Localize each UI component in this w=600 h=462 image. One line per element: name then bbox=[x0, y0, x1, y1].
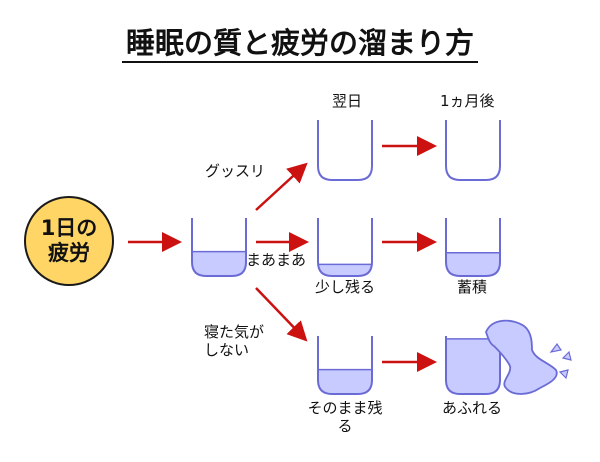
month-cup-medium bbox=[445, 218, 501, 277]
start-node-line2: 疲労 bbox=[48, 241, 90, 265]
overflow-splash bbox=[485, 319, 558, 395]
start-node: 1日の 疲労 bbox=[24, 196, 114, 286]
next-day-cup-poor bbox=[317, 336, 373, 395]
overflow-droplet-2 bbox=[561, 350, 572, 361]
page-title: 睡眠の質と疲労の溜まり方 bbox=[0, 20, 600, 63]
column-header-next-day: 翌日 bbox=[332, 92, 363, 110]
month-cup-poor bbox=[445, 336, 501, 395]
arrow-cup-to-poor bbox=[255, 287, 308, 342]
month-label-medium: 蓄積 bbox=[456, 278, 487, 296]
next-day-cup-poor-liquid bbox=[318, 369, 372, 394]
start-cup-liquid bbox=[192, 251, 246, 276]
arrow-cup-to-deep bbox=[255, 162, 308, 211]
start-node-line1: 1日の bbox=[40, 215, 98, 240]
month-cup-poor-liquid bbox=[446, 338, 500, 394]
month-cup-medium-liquid bbox=[446, 252, 500, 276]
next-day-cup-medium bbox=[317, 218, 373, 277]
column-header-one-month: 1ヵ月後 bbox=[440, 92, 495, 110]
next-day-label-medium: 少し残る bbox=[314, 278, 375, 296]
month-cup-deep bbox=[445, 120, 501, 181]
sleep-label-deep: グッスリ bbox=[205, 162, 266, 180]
next-day-cup-medium-liquid bbox=[318, 264, 372, 276]
next-day-label-poor: そのまま残る bbox=[307, 399, 383, 435]
month-label-poor: あふれる bbox=[441, 399, 502, 417]
next-day-cup-deep bbox=[317, 120, 373, 181]
start-cup bbox=[191, 218, 247, 277]
overflow-droplet-1 bbox=[549, 342, 562, 353]
sleep-label-medium: まあまあ bbox=[246, 251, 307, 269]
sleep-label-poor: 寝た気がしない bbox=[204, 323, 265, 359]
overflow-droplet-3 bbox=[558, 369, 569, 380]
